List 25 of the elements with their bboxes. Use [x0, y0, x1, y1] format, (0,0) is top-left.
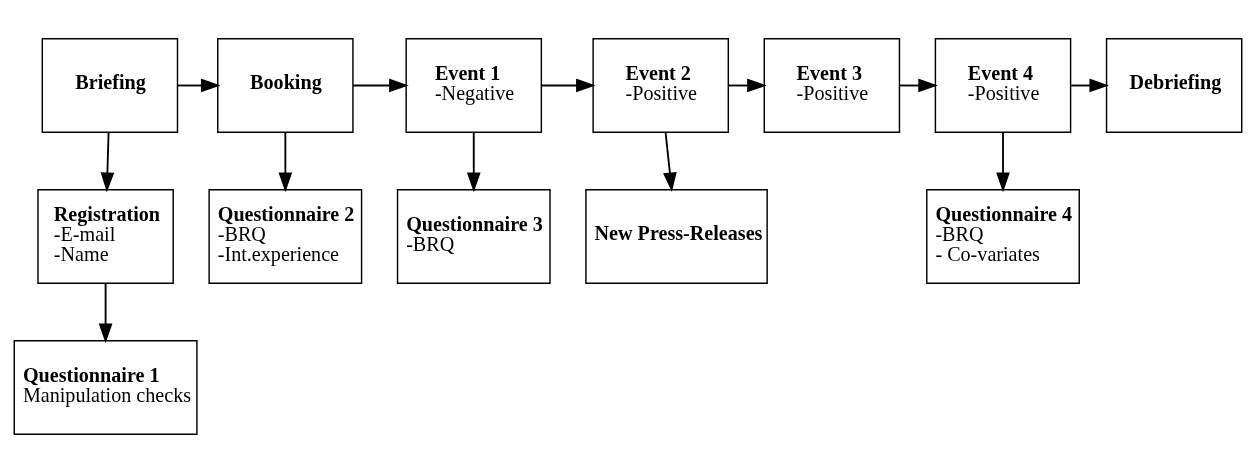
arrow: [278, 131, 293, 193]
node-box: Event 1 -Negative: [405, 38, 543, 133]
node-box: Event 3 -Positive: [763, 38, 901, 133]
arrow: [176, 78, 221, 93]
node-box: Questionnaire 3 -BRQ: [396, 189, 551, 284]
node-box: Debriefing: [1105, 38, 1243, 133]
arrow: [352, 78, 409, 93]
node-box: Questionnaire 1 Manipulation checks: [13, 340, 198, 435]
arrow: [540, 78, 596, 93]
arrow: [996, 131, 1010, 193]
node-box: Event 4 -Positive: [934, 38, 1072, 133]
node-box: Booking: [217, 38, 354, 133]
arrow: [98, 282, 113, 344]
node-box: New Press-Releases: [585, 189, 768, 284]
node-box: Questionnaire 4 -BRQ - Co-variates: [926, 189, 1080, 284]
arrow: [727, 78, 767, 93]
arrow: [663, 131, 677, 193]
node-box: Questionnaire 2 -BRQ -Int.experience: [208, 189, 363, 284]
arrow: [100, 131, 115, 193]
node-box: Registration -E-mail -Name: [37, 189, 174, 284]
arrow: [1070, 78, 1109, 93]
arrow: [899, 78, 938, 93]
arrow: [466, 131, 481, 193]
node-box: Briefing: [41, 38, 179, 133]
node-box: Event 2 -Positive: [592, 38, 730, 133]
